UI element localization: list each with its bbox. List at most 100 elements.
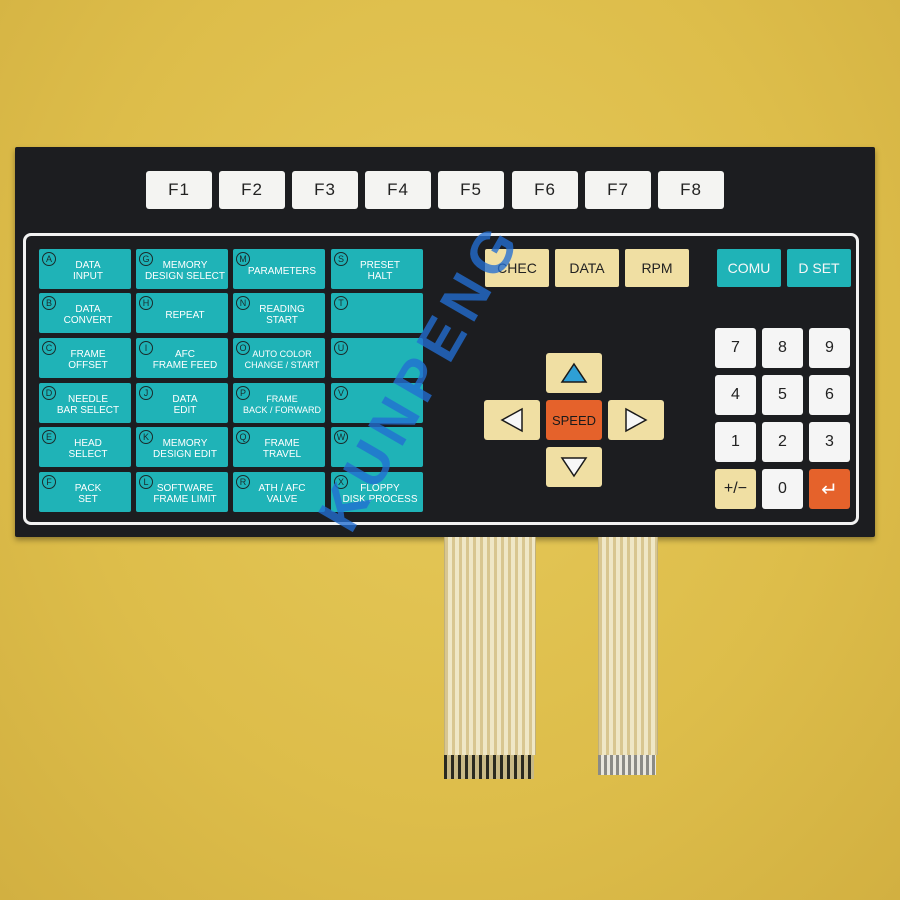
key-letter: J [139,386,153,400]
key-letter: H [139,296,153,310]
key-letter: M [236,252,250,266]
key-letter: O [236,341,250,355]
ribbon-cable-left [444,537,536,755]
up-arrow-key[interactable] [546,353,602,393]
enter-key[interactable]: ↵ [809,469,850,509]
teal-key[interactable]: J DATA EDIT [136,383,228,423]
key-letter: K [139,430,153,444]
key-letter: E [42,430,56,444]
key-letter: X [334,475,348,489]
key-label: SOFTWARE FRAME LIMIT [153,483,217,505]
key-letter: R [236,475,250,489]
num-0-key[interactable]: 0 [762,469,803,509]
up-arrow-icon [560,362,588,383]
comu-key[interactable]: COMU [717,249,781,287]
key-label: AUTO COLOR CHANGE / START [244,349,320,370]
f6-key[interactable]: F6 [512,171,578,209]
teal-key[interactable]: F PACK SET [39,472,131,512]
data-key[interactable]: DATA [555,249,619,287]
down-arrow-key[interactable] [546,447,602,487]
key-label: REPEAT [165,309,205,321]
f2-key[interactable]: F2 [219,171,285,209]
ribbon-cable-right-tail [598,755,656,775]
key-label: DATA INPUT [73,260,103,282]
key-label: AFC FRAME FEED [152,349,218,371]
f5-key[interactable]: F5 [438,171,504,209]
teal-key[interactable]: W [331,427,423,467]
key-letter: S [334,252,348,266]
left-arrow-icon [500,407,523,433]
ribbon-cable-left-tail [444,755,534,779]
f1-key[interactable]: F1 [146,171,212,209]
teal-key[interactable]: B DATA CONVERT [39,293,131,333]
key-letter: G [139,252,153,266]
teal-key[interactable]: H REPEAT [136,293,228,333]
num-1-key[interactable]: 1 [715,422,756,462]
key-letter: W [334,430,348,444]
num-2-key[interactable]: 2 [762,422,803,462]
key-label: FLOPPY DISK PROCESS [342,483,418,505]
teal-key[interactable]: A DATA INPUT [39,249,131,289]
teal-key[interactable]: N READING START [233,293,325,333]
num-6-key[interactable]: 6 [809,375,850,415]
speed-key[interactable]: SPEED [546,400,602,440]
key-label: PARAMETERS [247,265,317,277]
ribbon-cable-right [598,537,658,755]
teal-key[interactable]: Q FRAME TRAVEL [233,427,325,467]
key-label: DATA CONVERT [63,304,113,326]
key-label: MEMORY DESIGN SELECT [144,260,226,282]
key-label: ATH / AFC VALVE [258,483,306,505]
key-label: FRAME TRAVEL [262,438,302,460]
teal-key[interactable]: U [331,338,423,378]
left-arrow-key[interactable] [484,400,540,440]
chec-key[interactable]: CHEC [485,249,549,287]
key-label: FRAME BACK / FORWARD [242,394,321,415]
key-label: DATA EDIT [172,394,198,416]
f8-key[interactable]: F8 [658,171,724,209]
teal-key[interactable]: V [331,383,423,423]
key-label: FRAME OFFSET [68,349,108,371]
key-label: READING START [259,304,305,326]
right-arrow-key[interactable] [608,400,664,440]
rpm-key[interactable]: RPM [625,249,689,287]
teal-key[interactable]: R ATH / AFC VALVE [233,472,325,512]
f3-key[interactable]: F3 [292,171,358,209]
key-letter: Q [236,430,250,444]
key-letter: L [139,475,153,489]
f4-key[interactable]: F4 [365,171,431,209]
key-letter: F [42,475,56,489]
key-label: PACK SET [74,483,102,505]
num-3-key[interactable]: 3 [809,422,850,462]
down-arrow-icon [560,457,588,478]
num-7-key[interactable]: 7 [715,328,756,368]
num-5-key[interactable]: 5 [762,375,803,415]
key-letter: B [42,296,56,310]
key-letter: D [42,386,56,400]
key-letter: T [334,296,348,310]
key-letter: N [236,296,250,310]
key-letter: A [42,252,56,266]
f7-key[interactable]: F7 [585,171,651,209]
num-4-key[interactable]: 4 [715,375,756,415]
key-label [339,299,421,331]
key-letter: V [334,386,348,400]
dset-key[interactable]: D SET [787,249,851,287]
num-8-key[interactable]: 8 [762,328,803,368]
key-label: MEMORY DESIGN EDIT [153,438,217,460]
num-9-key[interactable]: 9 [809,328,850,368]
key-frame-border [23,233,859,525]
teal-key[interactable]: T [331,293,423,333]
plus-minus-key[interactable]: +/− [715,469,756,509]
